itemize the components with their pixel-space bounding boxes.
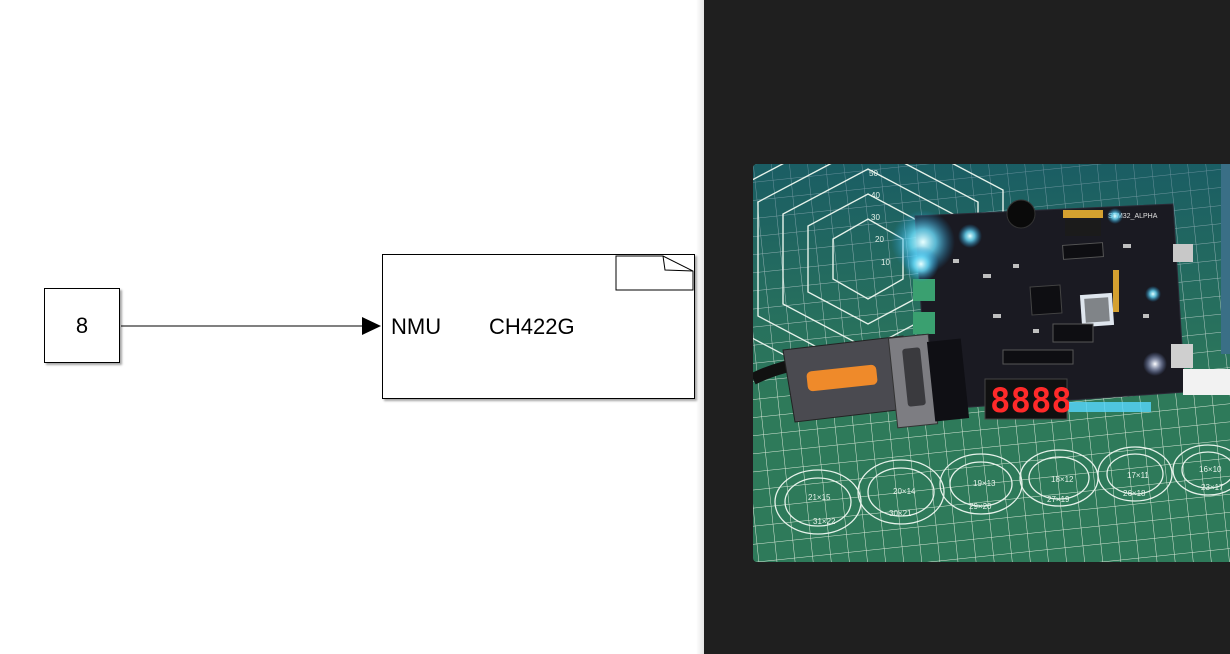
constant-value: 8 <box>75 312 89 338</box>
mat-label: 18×12 <box>1051 475 1074 484</box>
mat-label: 31×22 <box>813 517 836 526</box>
model-canvas[interactable]: 8 NMU CH422G <box>0 0 704 654</box>
mat-label: 21×15 <box>808 493 831 502</box>
serial-adapter <box>753 333 970 429</box>
subsystem-block[interactable]: NMU CH422G <box>382 254 695 399</box>
mat-label: 40 <box>871 191 880 200</box>
panel-divider <box>696 0 704 654</box>
input-port-label: NMU <box>391 314 442 339</box>
seven-segment-display: 8888 <box>990 381 1072 421</box>
mat-label: 29×20 <box>969 502 992 511</box>
mat-label: 20 <box>875 235 884 244</box>
mat-label: 23×17 <box>1201 483 1224 492</box>
mat-label: 19×13 <box>973 479 996 488</box>
mat-ellipses <box>774 444 1230 535</box>
mat-label: 50 <box>869 169 878 178</box>
document-icon <box>615 255 694 291</box>
mat-label: 27×19 <box>1047 495 1070 504</box>
mat-label: 30 <box>871 213 880 222</box>
mat-label: 10 <box>881 258 890 267</box>
board-label: STM32_ALPHA <box>1108 213 1158 220</box>
arrowhead-icon <box>362 317 381 335</box>
mat-label: 16×10 <box>1199 465 1222 474</box>
constant-block[interactable]: 8 <box>44 288 120 363</box>
mat-label: 17×11 <box>1127 471 1149 480</box>
board-photo: 10 20 30 40 50 21×15 31×22 20×14 30×21 <box>753 164 1230 562</box>
subsystem-title: CH422G <box>489 314 575 339</box>
dev-board: 8888 STM32_ALPHA <box>913 199 1193 421</box>
mat-label: 30×21 <box>889 509 912 518</box>
mat-label: 20×14 <box>893 487 916 496</box>
signal-line[interactable] <box>0 0 704 654</box>
mat-label: 26×18 <box>1123 489 1146 498</box>
